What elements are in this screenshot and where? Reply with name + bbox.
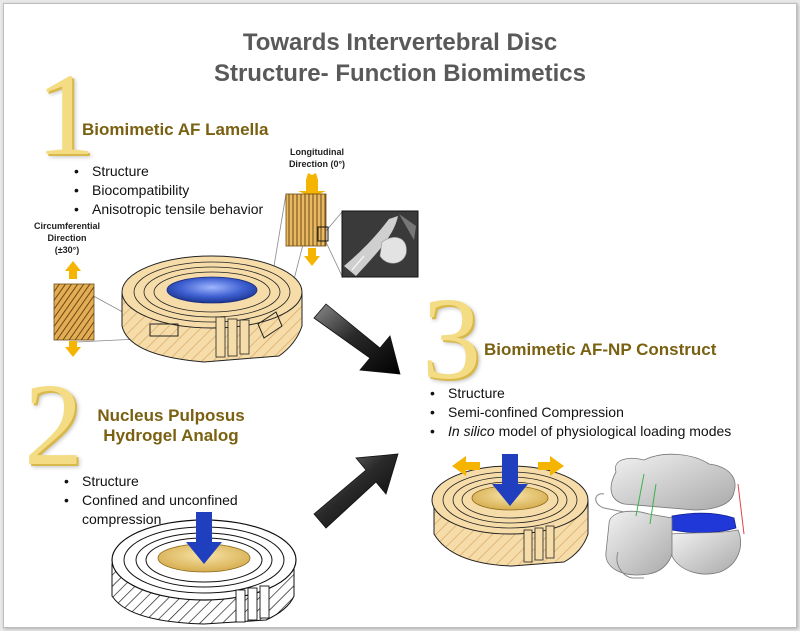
compression-arrow-icon <box>492 454 528 506</box>
section-3-bullet: Structure <box>426 384 786 403</box>
longitudinal-lamella <box>285 173 329 266</box>
figure-canvas: Towards Intervertebral Disc Structure- F… <box>3 3 797 628</box>
down-arrow-icon <box>304 248 320 266</box>
up-arrow-icon <box>298 173 326 197</box>
spine-segment-model <box>595 453 745 579</box>
flow-arrow-1-to-3 <box>313 303 401 375</box>
section-3-number: 3 <box>422 273 481 404</box>
section-1-bullets: Structure Biocompatibility Anisotropic t… <box>70 162 310 219</box>
down-arrow-icon <box>65 341 81 357</box>
longitudinal-direction-label: Longitudinal Direction (0°) <box>288 147 346 169</box>
compression-arrow-icon <box>186 512 222 564</box>
section-3-bullet: Semi-confined Compression <box>426 403 786 422</box>
af-disc-illustration <box>121 255 303 363</box>
sem-micrograph-image <box>341 210 419 278</box>
right-arrow-icon <box>538 456 564 476</box>
section-3-bullets: Structure Semi-confined Compression In s… <box>426 384 786 441</box>
section-1-number: 1 <box>36 49 95 180</box>
section-2-bullet: Confined and unconfined compression <box>60 491 260 529</box>
np-hydrogel-disc-illustration <box>111 512 297 625</box>
section-2-bullets: Structure Confined and unconfined compre… <box>60 472 260 529</box>
section-3-bullet: In silico model of physiological loading… <box>426 422 786 441</box>
section-3-heading: Biomimetic AF-NP Construct <box>484 340 717 359</box>
section-2-bullet: Structure <box>60 472 260 491</box>
section-1-bullet: Anisotropic tensile behavior <box>70 200 310 219</box>
arrow-right-down-icon <box>313 303 401 375</box>
section-2-number: 2 <box>24 359 83 490</box>
flow-arrow-2-to-3 <box>313 453 399 529</box>
left-arrow-icon <box>452 456 480 476</box>
section-1-bullet: Structure <box>70 162 310 181</box>
section-1-heading: Biomimetic AF Lamella <box>82 120 269 139</box>
up-arrow-icon <box>65 261 81 279</box>
arrow-right-up-icon <box>313 453 399 529</box>
circumferential-direction-label: Circumferential Direction (±30°) <box>33 221 101 255</box>
diagram-graphics <box>53 173 745 625</box>
title-line-1: Towards Intervertebral Disc <box>242 29 558 56</box>
title-line-2: Structure- Function Biomimetics <box>213 60 587 87</box>
section-1-bullet: Biocompatibility <box>70 181 310 200</box>
section-2-heading: Nucleus Pulposus Hydrogel Analog <box>97 406 245 446</box>
af-np-construct-illustration <box>431 454 589 567</box>
circumferential-lamella <box>53 261 95 357</box>
